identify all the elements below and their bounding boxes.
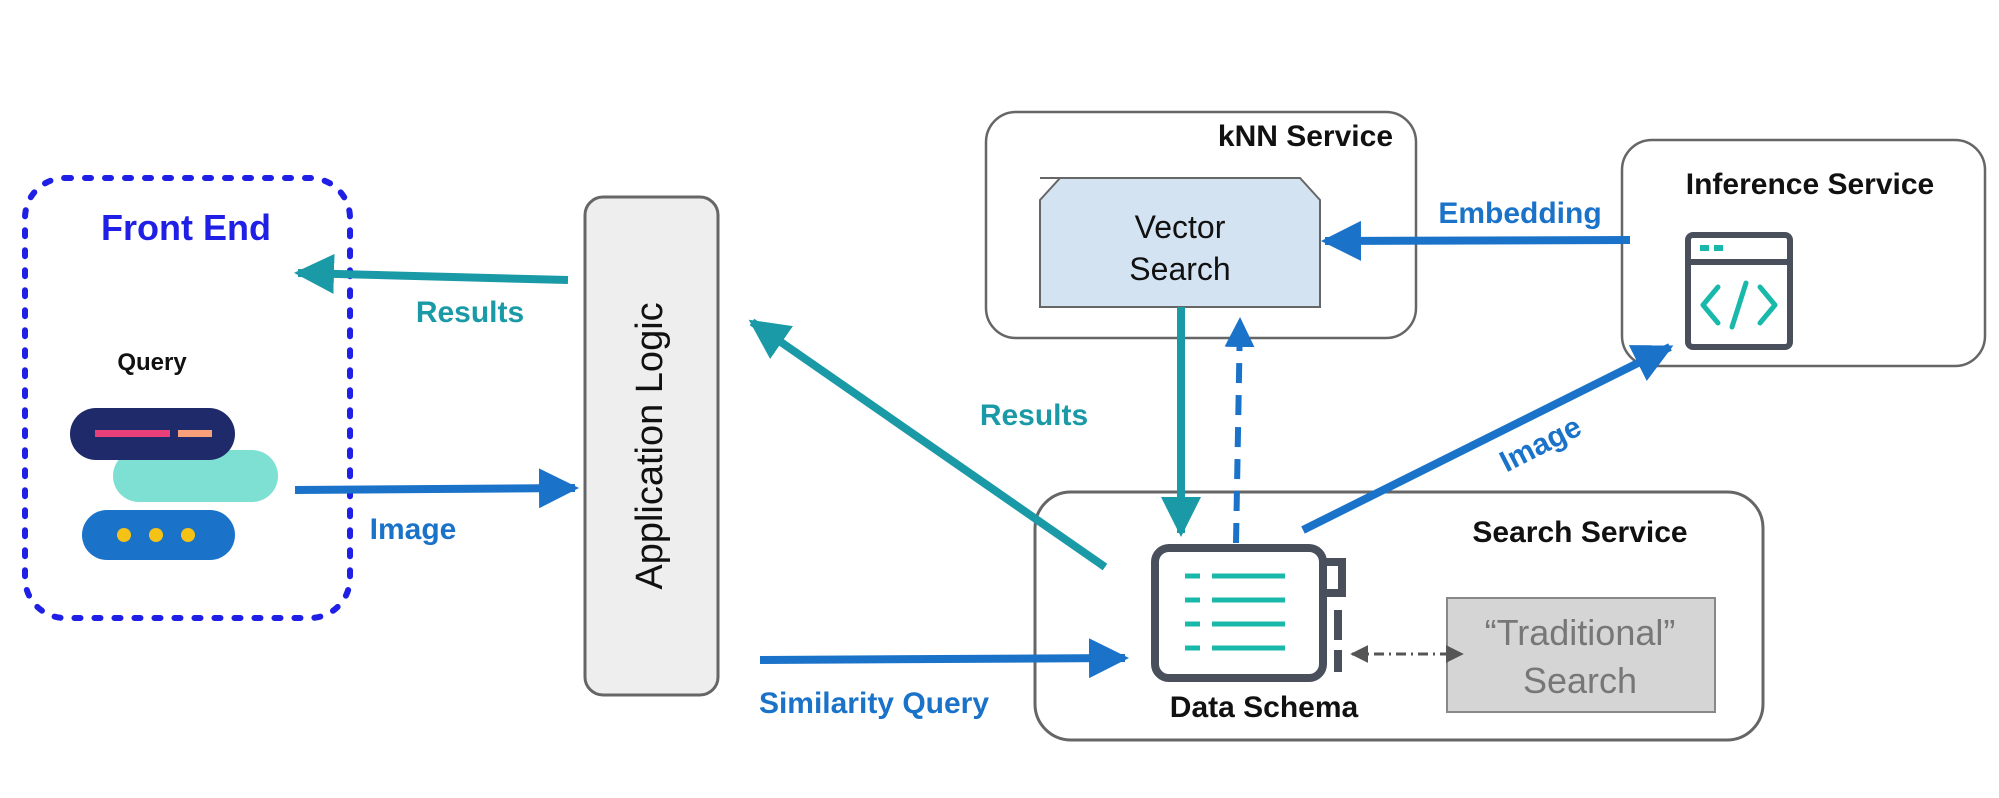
image-from-front-end-label: Image (370, 513, 457, 546)
data-schema-label: Data Schema (1170, 691, 1359, 724)
results-to-app-logic-arrow (748, 318, 1108, 571)
inference-service-title: Inference Service (1686, 168, 1934, 201)
inference-service-box (1620, 138, 1987, 368)
application-logic-label: Application Logic (629, 302, 671, 589)
similarity-query-label: Similarity Query (759, 687, 989, 720)
traditional-search-box (1446, 597, 1716, 713)
query-stack-icon (70, 408, 278, 560)
vector-search-line1: Vector (1135, 209, 1226, 245)
results-to-front-end-label: Results (416, 296, 524, 329)
results-to-front-end-arrow (294, 253, 569, 294)
code-window-icon (1685, 232, 1793, 350)
search-service-group: Search Service Data Schema “Traditional”… (1033, 490, 1765, 742)
application-logic-group: Application Logic (583, 195, 720, 697)
traditional-search-line1: “Traditional” (1485, 612, 1676, 653)
image-to-inference-arrow (1301, 343, 1674, 534)
front-end-box (22, 175, 353, 621)
knn-service-title: kNN Service (1218, 120, 1393, 153)
front-end-group: Front End Query (22, 175, 353, 621)
inference-service-group: Inference Service (1620, 138, 1987, 368)
knn-service-group: kNN Service Vector Search (984, 110, 1418, 340)
results-to-app-logic-label: Results (980, 399, 1088, 432)
search-service-box (1033, 490, 1765, 742)
schema-to-vector-dashed-arrow (1224, 317, 1255, 544)
similarity-query-arrow (759, 638, 1129, 679)
application-logic-box (583, 195, 720, 697)
image-to-inference-label: Image (1495, 410, 1587, 479)
traditional-search-line2: Search (1523, 660, 1637, 701)
front-end-title: Front End (101, 207, 271, 248)
image-from-front-end-arrow (294, 468, 579, 509)
embedding-arrow (1321, 220, 1631, 261)
data-schema-icon (1151, 544, 1346, 682)
search-service-title: Search Service (1472, 516, 1687, 549)
knn-service-box (984, 110, 1418, 340)
vector-search-line2: Search (1129, 251, 1230, 287)
embedding-label: Embedding (1438, 197, 1601, 230)
query-label: Query (117, 349, 187, 376)
